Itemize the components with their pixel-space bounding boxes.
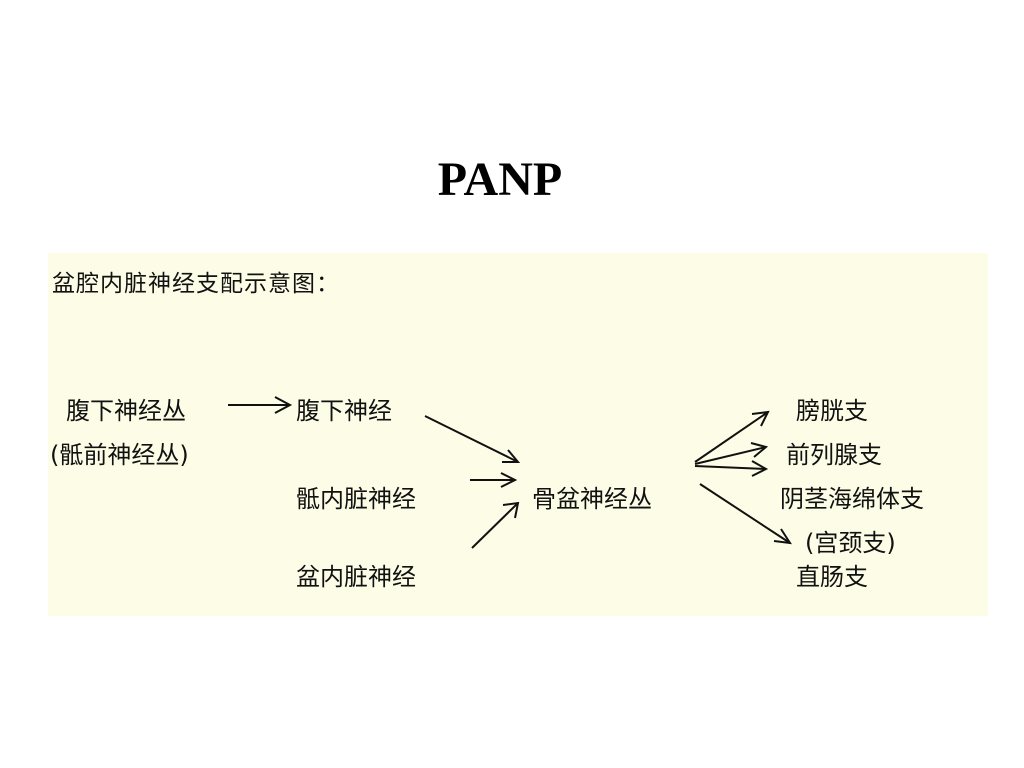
node-rectal-branch: 直肠支 [796,563,868,591]
node-hypogastric-plexus: 腹下神经丛 [66,397,186,425]
node-pelvic-splanchnic-nerve: 盆内脏神经 [296,563,416,591]
node-cervical-branch: (宫颈支) [805,529,896,557]
node-cavernous-branch: 阴茎海绵体支 [780,485,924,513]
node-bladder-branch: 膀胱支 [796,397,868,425]
node-presacral-plexus: (骶前神经丛) [50,441,189,469]
slide-title: PANP [437,153,563,206]
diagram-heading: 盆腔内脏神经支配示意图： [52,271,340,297]
node-sacral-splanchnic-nerve: 骶内脏神经 [296,485,416,513]
node-pelvic-plexus: 骨盆神经丛 [532,485,652,513]
node-prostate-branch: 前列腺支 [786,441,882,469]
node-hypogastric-nerve: 腹下神经 [296,397,392,425]
